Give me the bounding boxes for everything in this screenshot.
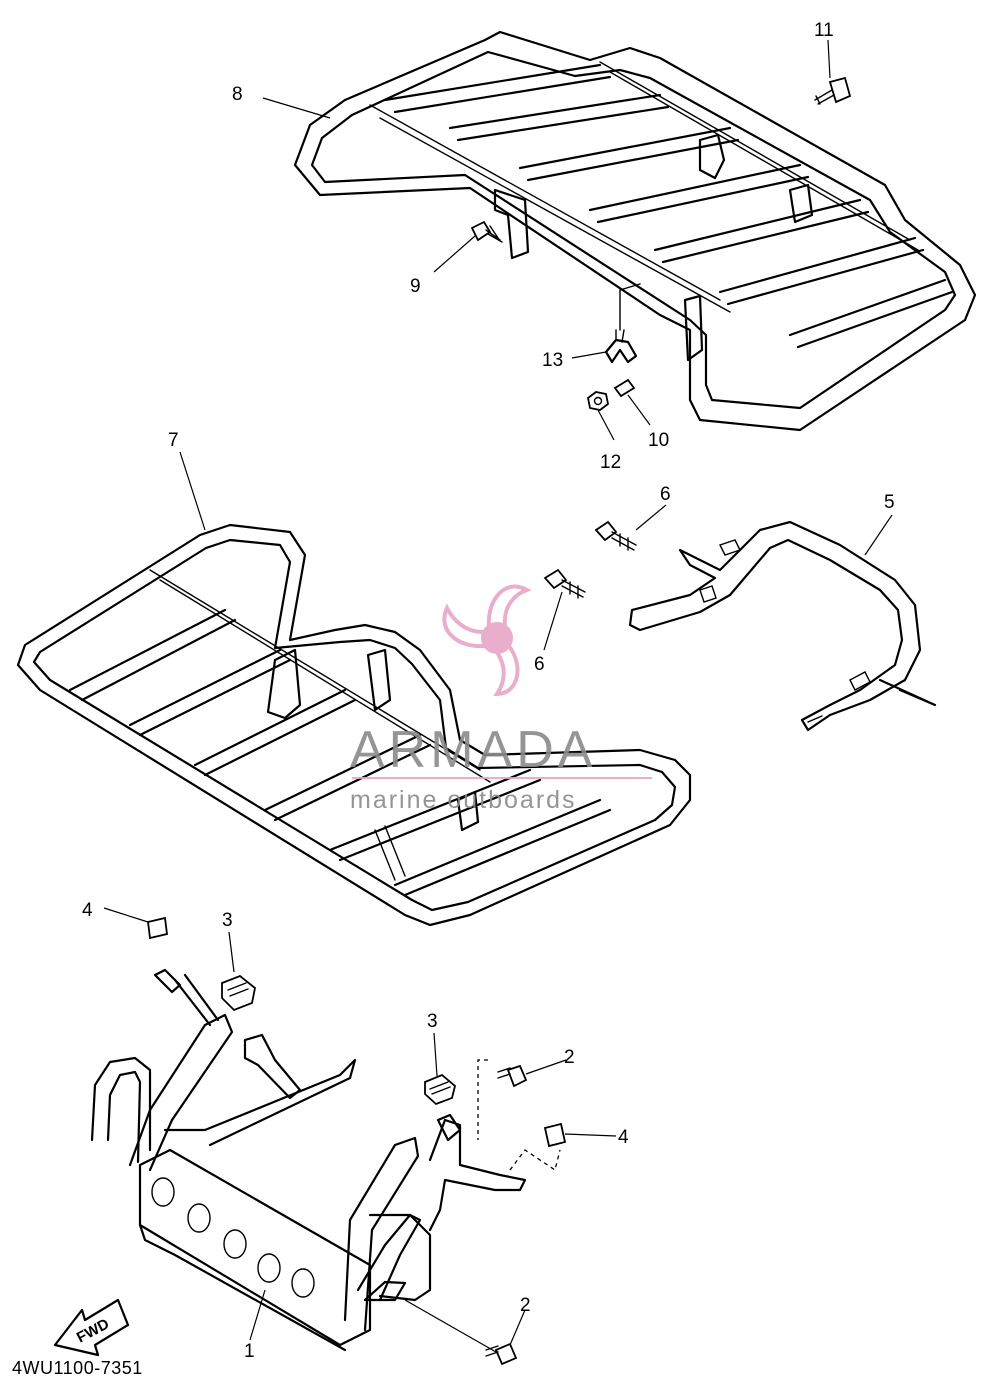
forward-arrow-label: FWD [74, 1315, 112, 1346]
callout-6-lower: 6 [534, 654, 545, 675]
front-guard [90, 916, 567, 1366]
callout-8: 8 [232, 84, 243, 105]
watermark-tagline: marine outboards [350, 786, 577, 814]
bolt-6-lower [543, 568, 586, 599]
callout-4-right: 4 [618, 1127, 629, 1148]
callout-13: 13 [542, 350, 563, 371]
bolt-6-upper [594, 520, 637, 551]
callout-12: 12 [600, 452, 621, 473]
callout-3-right: 3 [427, 1011, 438, 1032]
callout-4-left: 4 [82, 900, 93, 921]
callout-2-lower: 2 [520, 1295, 531, 1316]
forward-arrow-icon [53, 1298, 130, 1357]
callout-3-left: 3 [222, 910, 233, 931]
collar-10 [613, 378, 636, 398]
rear-carrier [293, 30, 977, 432]
grab-bar [628, 520, 937, 732]
leader-lines [103, 39, 893, 1353]
callout-10: 10 [648, 430, 669, 451]
propeller-icon [442, 584, 532, 697]
callout-7: 7 [168, 430, 179, 451]
drawing-code: 4WU1100-7351 [12, 1358, 143, 1378]
bolt-9 [470, 220, 503, 243]
callout-5: 5 [884, 492, 895, 513]
watermark: ARMADA marine outboards [350, 584, 652, 814]
callout-9: 9 [410, 276, 421, 297]
bolt-11 [814, 76, 852, 105]
front-carrier [16, 523, 692, 927]
nut-12 [587, 391, 609, 411]
watermark-brand: ARMADA [350, 721, 596, 779]
callout-1: 1 [244, 1341, 255, 1362]
callout-6-upper: 6 [660, 484, 671, 505]
callout-11: 11 [814, 20, 834, 41]
callout-2-upper: 2 [564, 1047, 575, 1068]
callouts: 11 8 9 13 10 12 7 6 5 6 4 3 3 2 4 2 1 [82, 20, 895, 1362]
clip-13 [604, 329, 638, 364]
